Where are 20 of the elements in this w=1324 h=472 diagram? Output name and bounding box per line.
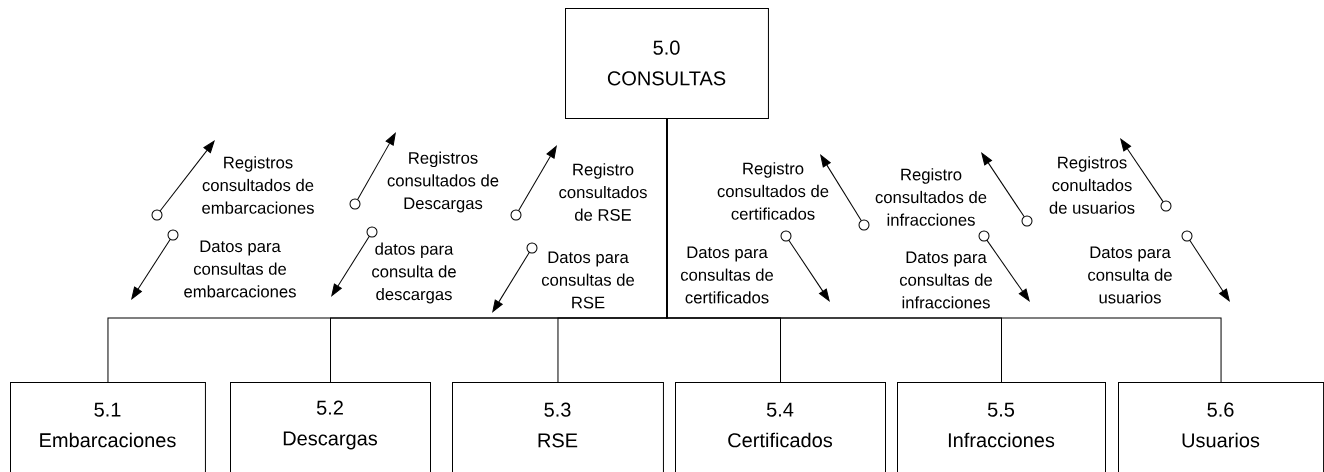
couple-label: Datos para consultas de certificados <box>680 246 774 304</box>
couple-label: Registros consultados de embarcaciones <box>202 156 314 214</box>
module-box: 5.6 Usuarios <box>1118 382 1324 472</box>
couple-label: Datos para consulta de usuarios <box>1088 246 1172 304</box>
couple-label: Registro consultados de certificados <box>717 162 829 220</box>
module-box: 5.5 Infracciones <box>897 382 1106 472</box>
module-box: 5.1 Embarcaciones <box>10 382 206 472</box>
module-box: 5.2 Descargas <box>230 382 431 472</box>
connector-line <box>665 118 1222 383</box>
module-box: 5.4 Certificados <box>675 382 886 472</box>
couple-label: Datos para consultas de embarcaciones <box>184 240 296 298</box>
module-box: 5.0 CONSULTAS <box>565 8 769 119</box>
couple-label: Registro consultados de RSE <box>559 163 647 221</box>
couple-label: Datos para consultas de RSE <box>541 251 635 309</box>
couple-label: Datos para consultas de infracciones <box>899 251 993 309</box>
couple-label: Registros conultados de usuarios <box>1049 156 1135 214</box>
couple-label: Registros consultados de Descargas <box>387 151 499 213</box>
module-box: 5.3 RSE <box>452 382 664 472</box>
couple-label: datos para consulta de descargas <box>372 242 456 304</box>
couple-label: Registro consultados de infracciones <box>875 168 987 226</box>
